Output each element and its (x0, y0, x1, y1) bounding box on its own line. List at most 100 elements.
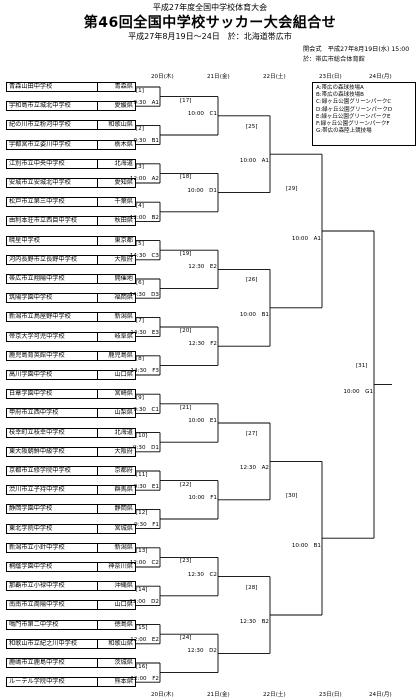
team-school: 日章学園中学校 (9, 390, 53, 398)
team-prefecture: 新潟県 (114, 543, 133, 551)
day-label: 22日(土) (263, 692, 286, 698)
team-divider (97, 428, 98, 437)
team-school: 桐蔭学園中学校 (9, 563, 53, 570)
team-school: 安城市立安城北中学校 (9, 179, 71, 186)
team-divider (97, 409, 98, 418)
team-school: 紀の川市立粉河中学校 (9, 121, 71, 129)
venue-legend: A:帯広の森球技場A B:帯広の森球技場B C:緑ヶ丘公園グリーンパークC D:… (312, 82, 416, 146)
match-time: 10:00 B1 (239, 311, 269, 318)
match-number: [16] (136, 663, 148, 670)
match-number: [10] (136, 433, 148, 440)
day-label: 21日(金) (207, 692, 230, 698)
team-prefecture: 青森県 (114, 83, 133, 90)
match-number: [14] (136, 586, 148, 593)
team-divider (97, 198, 98, 207)
team-prefecture: 北海道 (114, 428, 133, 436)
match-time: 10:00 G1 (343, 388, 373, 395)
team-school: 静岡学園中学校 (9, 505, 53, 513)
team-divider (97, 121, 98, 130)
match-time: 12:00 C2 (129, 560, 159, 567)
team-row: 宇和島市立城北中学校愛媛県 (6, 101, 136, 112)
match-time: 10:00 F1 (188, 494, 218, 501)
team-divider (97, 620, 98, 629)
match-number: [31] (356, 362, 368, 369)
team-row: 暁星中学校東京都 (6, 235, 136, 246)
match-number: [15] (136, 625, 148, 632)
team-school: 高川学園中学校 (9, 371, 53, 378)
team-prefecture: 宮崎県 (114, 390, 133, 398)
team-divider (97, 102, 98, 111)
team-prefecture: 栃木県 (114, 140, 133, 148)
team-divider (97, 294, 98, 303)
team-prefecture: 山口県 (114, 371, 133, 378)
team-prefecture: 山口県 (114, 601, 133, 609)
match-time: 9:30 D1 (132, 445, 159, 452)
team-divider (97, 140, 98, 149)
match-time: 14:30 D3 (129, 291, 159, 298)
match-time: 12:30 C2 (187, 571, 217, 578)
team-school: 松戸市立第三中学校 (9, 198, 65, 206)
match-number: [12] (136, 510, 148, 516)
team-divider (97, 659, 98, 667)
team-school: 河内長野市立長野中学校 (9, 255, 78, 263)
team-prefecture: 沖縄県 (114, 582, 133, 590)
team-row: 由利本荘市立西目中学校秋田県 (6, 216, 136, 227)
page-title: 第46回全国中学校サッカー大会組合せ (83, 15, 337, 31)
match-time: 12:30 B2 (239, 619, 269, 625)
team-row: 南南市立周陽中学校山口県 (6, 600, 136, 611)
match-number: [13] (136, 548, 148, 555)
team-row: 江別市立中央中学校 北海道 (6, 158, 136, 169)
day-label: 20日(木) (151, 74, 174, 80)
team-prefecture: 秋田県 (114, 217, 133, 225)
team-row: 渋川市立子持中学校群馬県 (6, 485, 136, 496)
team-divider (97, 563, 98, 571)
match-number: [11] (136, 471, 148, 478)
team-prefecture: 和歌山県 (108, 121, 133, 129)
match-number: [9] (136, 394, 144, 401)
match-number: [8] (136, 356, 144, 363)
team-prefecture: 熊本県 (114, 678, 133, 686)
team-divider (97, 275, 98, 283)
match-number: [29] (286, 186, 298, 193)
match-number: [20] (180, 328, 192, 334)
team-school: 枝幸町立枝幸中学校 (9, 428, 65, 436)
match-time: 12:30 A2 (239, 465, 269, 472)
team-divider (97, 486, 98, 495)
match-time: 9:30 E1 (133, 483, 159, 490)
team-row: 河内長野市立長野中学校大阪府 (6, 254, 136, 265)
match-number: [24] (180, 635, 192, 642)
match-number: [4] (136, 202, 144, 209)
match-time: 12:00 F2 (130, 675, 160, 682)
team-row: 帯広市立翔陽中学校開催地 (6, 274, 136, 284)
match-time: 12:30 D2 (187, 648, 217, 655)
team-prefecture: 鹿児島県 (108, 351, 133, 359)
match-number: [22] (180, 481, 192, 488)
team-school: 江別市立中央中学校 (9, 159, 65, 167)
team-row: ルーテル学院中学校熊本県 (6, 677, 136, 688)
team-divider (97, 601, 98, 610)
team-row: 新潟市立鳥屋野中学校新潟県 (6, 312, 136, 323)
team-divider (97, 236, 98, 245)
team-prefecture: 北海道 (114, 159, 133, 167)
team-school: 宇都宮市立姿川中学校 (9, 140, 71, 148)
team-divider (97, 505, 98, 514)
team-row: 桐蔭学園中学校神奈川県 (6, 562, 136, 572)
match-time: 14:30 C3 (129, 253, 159, 260)
team-divider (97, 159, 98, 168)
team-prefecture: 静岡県 (114, 505, 133, 513)
match-time: 12:30 F2 (188, 341, 218, 348)
match-time: 9:30 F1 (134, 522, 159, 528)
legend-item: E:緑ヶ丘公園グリーンパークE (316, 113, 391, 120)
team-school: 鹿児島育英館中学校 (9, 351, 65, 359)
team-row: 東大阪朝鮮中級学校大阪府 (6, 446, 136, 457)
team-school: 帯広市立翔陽中学校 (9, 275, 65, 282)
day-label: 24日(月) (369, 74, 392, 80)
team-school: 鳴門市第二中学校 (9, 620, 59, 628)
match-time: 12:00 E2 (130, 637, 159, 644)
team-row: 枝幸町立枝幸中学校 北海道 (6, 427, 136, 438)
team-prefecture: 徳島県 (114, 620, 133, 628)
match-time: 9:30 C1 (133, 406, 159, 413)
team-school: 帝京大学可児中学校 (9, 332, 65, 340)
team-school: 青森山田中学校 (9, 83, 53, 90)
